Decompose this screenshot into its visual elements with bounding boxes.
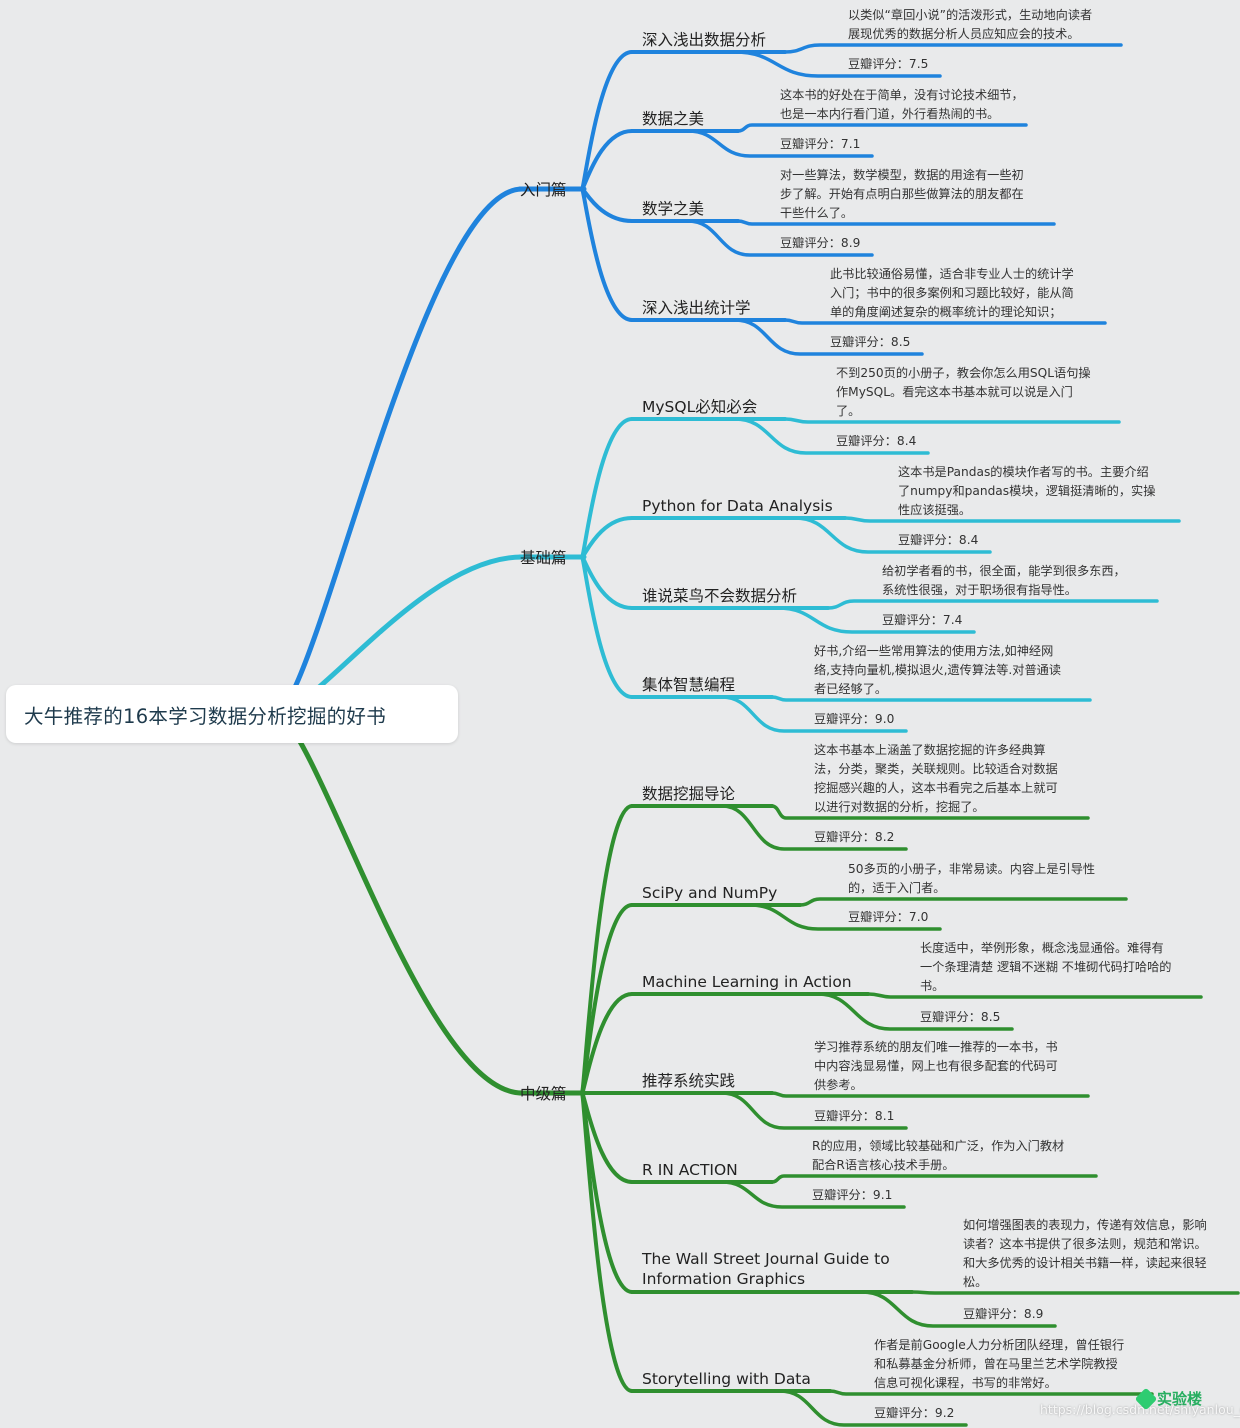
- book-rating: 豆瓣评分：8.4: [898, 533, 979, 547]
- book-description: 这本书的好处在于简单，没有讨论技术细节， 也是一本内行看门道，外行看热闹的书。: [780, 88, 1024, 121]
- category-intro[interactable]: 入门篇: [520, 181, 567, 199]
- book-title[interactable]: 数学之美: [642, 200, 705, 218]
- book-rating: 豆瓣评分：8.2: [814, 830, 895, 844]
- link-rating-1-0: [733, 417, 930, 455]
- link-desc-0-1: [736, 123, 1028, 133]
- book-title[interactable]: SciPy and NumPy: [642, 884, 778, 902]
- link-rating-1-1: [793, 516, 992, 554]
- link-rating-2-4: [720, 1180, 906, 1209]
- book-title[interactable]: 数据之美: [642, 110, 705, 128]
- book-description: 学习推荐系统的朋友们唯一推荐的一本书，书 中内容浅显易懂，网上也有很多配套的代码…: [814, 1040, 1058, 1092]
- book-rating: 豆瓣评分：8.4: [836, 434, 917, 448]
- link-book-1-3: [580, 555, 634, 699]
- book-description: R的应用，领域比较基础和广泛，作为入门教材 配合R语言核心技术手册。: [812, 1139, 1065, 1172]
- book-rating: 豆瓣评分：7.5: [848, 57, 929, 71]
- link-book-2-2: [580, 992, 634, 1095]
- link-desc-2-4: [770, 1174, 1098, 1184]
- link-rating-2-2: [816, 992, 1014, 1031]
- link-book-2-6: [580, 1091, 634, 1393]
- book-description: 这本书是Pandas的模块作者写的书。主要介绍 了numpy和pandas模块，…: [898, 465, 1156, 517]
- shiyanlou-logo: 实验楼: [1134, 1387, 1203, 1410]
- category-basic[interactable]: 基础篇: [520, 549, 567, 567]
- link-root-mid: [272, 711, 525, 1096]
- link-desc-2-0: [770, 804, 1090, 820]
- book-title[interactable]: Storytelling with Data: [642, 1370, 811, 1388]
- book-rating: 豆瓣评分：8.5: [830, 335, 911, 349]
- link-book-0-3: [580, 187, 634, 322]
- link-desc-2-5: [910, 1290, 1240, 1295]
- book-description: 这本书基本上涵盖了数据挖掘的许多经典算 法，分类，聚类，关联规则。比较适合对数据…: [814, 743, 1058, 814]
- link-rating-0-2: [686, 219, 874, 257]
- link-rating-0-1: [686, 129, 874, 158]
- book-description: 以类似“章回小说”的活泼形式，生动地向读者 展现优秀的数据分析人员应知应会的技术…: [848, 8, 1093, 41]
- link-desc-1-0: [783, 417, 1121, 424]
- category-mid[interactable]: 中级篇: [520, 1085, 567, 1103]
- book-rating: 豆瓣评分：8.5: [920, 1010, 1001, 1024]
- link-desc-1-3: [770, 695, 1092, 702]
- book-description: 长度适中，举例形象，概念浅显通俗。难得有 一个条理清楚 逻辑不迷糊 不堆砌代码打…: [920, 941, 1172, 993]
- book-rating: 豆瓣评分：9.1: [812, 1188, 893, 1202]
- link-desc-2-2: [866, 992, 1203, 999]
- link-rating-2-6: [778, 1389, 968, 1427]
- link-root-intro: [272, 186, 525, 717]
- root-node[interactable]: 大牛推荐的16本学习数据分析挖掘的好书: [6, 685, 458, 743]
- book-title[interactable]: The Wall Street Journal Guide to Informa…: [642, 1250, 890, 1288]
- book-description: 此书比较通俗易懂，适合非专业人士的统计学 入门；书中的很多案例和习题比较好，能从…: [830, 267, 1074, 319]
- book-title[interactable]: Python for Data Analysis: [642, 497, 833, 515]
- link-rating-1-3: [720, 695, 908, 733]
- book-title[interactable]: 数据挖掘导论: [642, 785, 736, 803]
- link-rating-2-1: [748, 903, 942, 931]
- link-desc-1-2: [826, 599, 1159, 610]
- book-rating: 豆瓣评分：7.1: [780, 137, 861, 151]
- book-rating: 豆瓣评分：7.0: [848, 910, 929, 924]
- book-title[interactable]: 深入浅出数据分析: [642, 31, 767, 49]
- link-rating-2-5: [860, 1290, 1057, 1328]
- book-title[interactable]: 集体智慧编程: [642, 676, 736, 694]
- book-description: 如何增强图表的表现力，传递有效信息，影响 读者？这本书提供了很多法则，规范和常识…: [963, 1218, 1207, 1289]
- watermark: https://blog.csdn.net/shiyanlou_chaishi: [1040, 1402, 1240, 1417]
- book-title[interactable]: MySQL必知必会: [642, 398, 758, 416]
- book-rating: 豆瓣评分：8.9: [963, 1307, 1044, 1321]
- link-rating-0-0: [733, 50, 942, 78]
- book-description: 给初学者看的书，很全面，能学到很多东西， 系统性很强，对于职场很有指导性。: [882, 564, 1126, 597]
- book-title[interactable]: 谁说菜鸟不会数据分析: [642, 587, 798, 605]
- logo-text: 实验楼: [1157, 1390, 1203, 1408]
- link-rating-2-0: [720, 804, 908, 851]
- book-rating: 豆瓣评分：8.9: [780, 236, 861, 250]
- link-desc-1-1: [843, 516, 1181, 523]
- book-description: 对一些算法，数学模型，数据的用途有一些初 步了解。开始有点明白那些做算法的朋友都…: [780, 168, 1024, 220]
- link-desc-0-0: [783, 43, 1123, 54]
- book-title[interactable]: 推荐系统实践: [642, 1072, 736, 1090]
- root-title: 大牛推荐的16本学习数据分析挖掘的好书: [24, 704, 387, 728]
- link-desc-0-3: [783, 318, 1107, 325]
- link-rating-1-2: [776, 606, 976, 634]
- book-rating: 豆瓣评分：8.1: [814, 1109, 895, 1123]
- book-description: 好书,介绍一些常用算法的使用方法,如神经网 络,支持向量机,模拟退火,遗传算法等…: [814, 644, 1062, 696]
- book-description: 50多页的小册子，非常易读。内容上是引导性 的，适于入门者。: [848, 862, 1096, 895]
- link-rating-0-3: [733, 318, 924, 356]
- book-title[interactable]: Machine Learning in Action: [642, 973, 852, 991]
- book-title[interactable]: R IN ACTION: [642, 1161, 738, 1179]
- book-description: 不到250页的小册子，教会你怎么用SQL语句操 作MySQL。看完这本书基本就可…: [836, 366, 1091, 418]
- link-desc-0-2: [736, 219, 1056, 226]
- link-rating-2-3: [720, 1091, 908, 1130]
- book-rating: 豆瓣评分：9.2: [874, 1406, 955, 1420]
- book-rating: 豆瓣评分：7.4: [882, 613, 963, 627]
- link-desc-2-1: [798, 897, 1128, 907]
- link-desc-2-3: [770, 1091, 1090, 1098]
- link-book-1-0: [580, 417, 634, 559]
- link-desc-2-6: [828, 1389, 1154, 1396]
- book-title[interactable]: 深入浅出统计学: [642, 299, 751, 317]
- link-book-0-1: [580, 129, 634, 191]
- book-description: 作者是前Google人力分析团队经理，曾任银行 和私募基金分析师，曾在马里兰艺术…: [874, 1338, 1125, 1390]
- book-rating: 豆瓣评分：9.0: [814, 712, 895, 726]
